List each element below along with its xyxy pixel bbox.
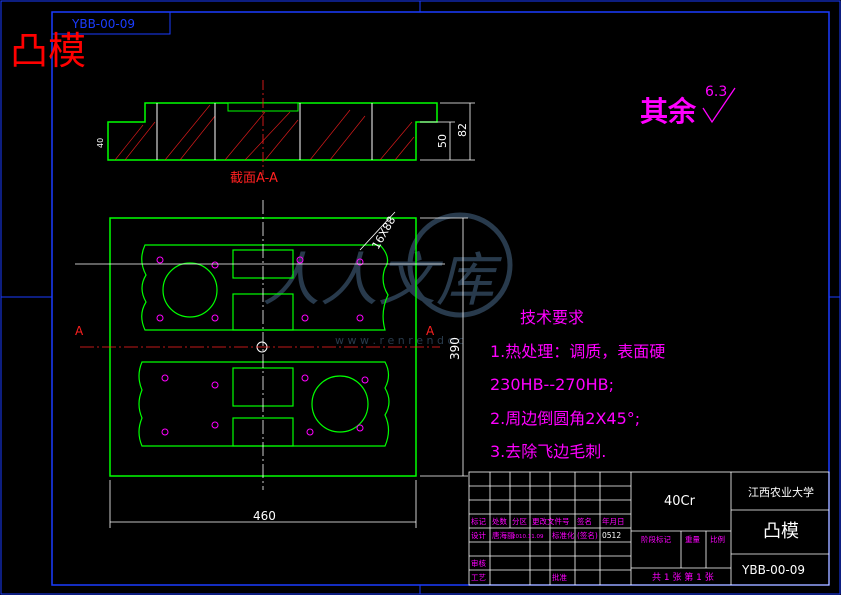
design-cell: 2010.11.09 [512,534,544,540]
roughness-symbol [702,87,736,124]
date-code: 0512 [602,531,621,540]
code-tag: YBB-00-09 [71,17,135,31]
tech-line-2: 230HB--270HB; [490,375,614,394]
stage-label: 阶段标记 [641,534,671,544]
design-cell: 唐海丽 [492,530,515,540]
dim-profile-left: 40 [96,138,105,148]
title-col-headers: 标记 处数 分区 更改文件号 签名 年月日 设计 唐海丽 2010.11.09 … [471,516,725,583]
part-name: 凸模 [763,521,799,542]
approve-label: 批准 [552,572,567,582]
dim-profile-inner: 50 [436,134,449,148]
section-marker-right: A [426,324,435,338]
section-label: 截面A-A [230,171,278,186]
tech-line-1: 1.热处理：调质，表面硬 [490,342,665,361]
weight-label: 重量 [685,535,700,544]
watermark-url: w w w . r e n r e n d o c [335,334,464,347]
design-cell: 标准化 [552,530,575,540]
profile-dimensions [420,102,475,161]
part-title: 凸模 [10,29,86,73]
col-header: 处数 [492,516,507,526]
centerlines [75,200,445,490]
material: 40Cr [664,494,696,509]
dim-width: 460 [253,509,276,523]
tech-heading: 技术要求 [520,308,584,327]
review-label: 审核 [471,558,486,568]
col-header: 分区 [512,517,527,526]
lower-pocket [138,361,390,447]
design-cell: (签名) [577,530,598,540]
section-marker-left: A [75,324,84,338]
dim-profile-total: 82 [456,123,469,137]
tech-line-4: 3.去除飞边毛刺. [490,442,606,461]
slot-leader [359,211,396,251]
title-block [468,471,830,586]
section-profile [107,102,438,161]
col-header: 年月日 [602,516,625,526]
design-cell: 设计 [471,530,486,540]
sheet-info: 共 1 张 第 1 张 [652,571,714,583]
col-header: 标记 [471,516,486,526]
roughness-value: 6.3 [705,84,727,100]
col-header: 更改文件号 [532,516,570,526]
drawing-frame [51,11,830,586]
process-label: 工艺 [471,573,486,582]
school-name: 江西农业大学 [748,485,814,499]
tech-line-3: 2.周边倒圆角2X45°; [490,409,640,428]
overall-dimensions [109,217,468,528]
dim-height: 390 [448,337,462,360]
roughness-note: 其余 [640,95,697,128]
col-header: 签名 [577,516,592,526]
drawing-number: YBB-00-09 [741,563,805,577]
scale-label: 比例 [710,534,725,544]
code-tag-box [51,11,171,35]
watermark-text: 人人文库 [262,246,502,314]
